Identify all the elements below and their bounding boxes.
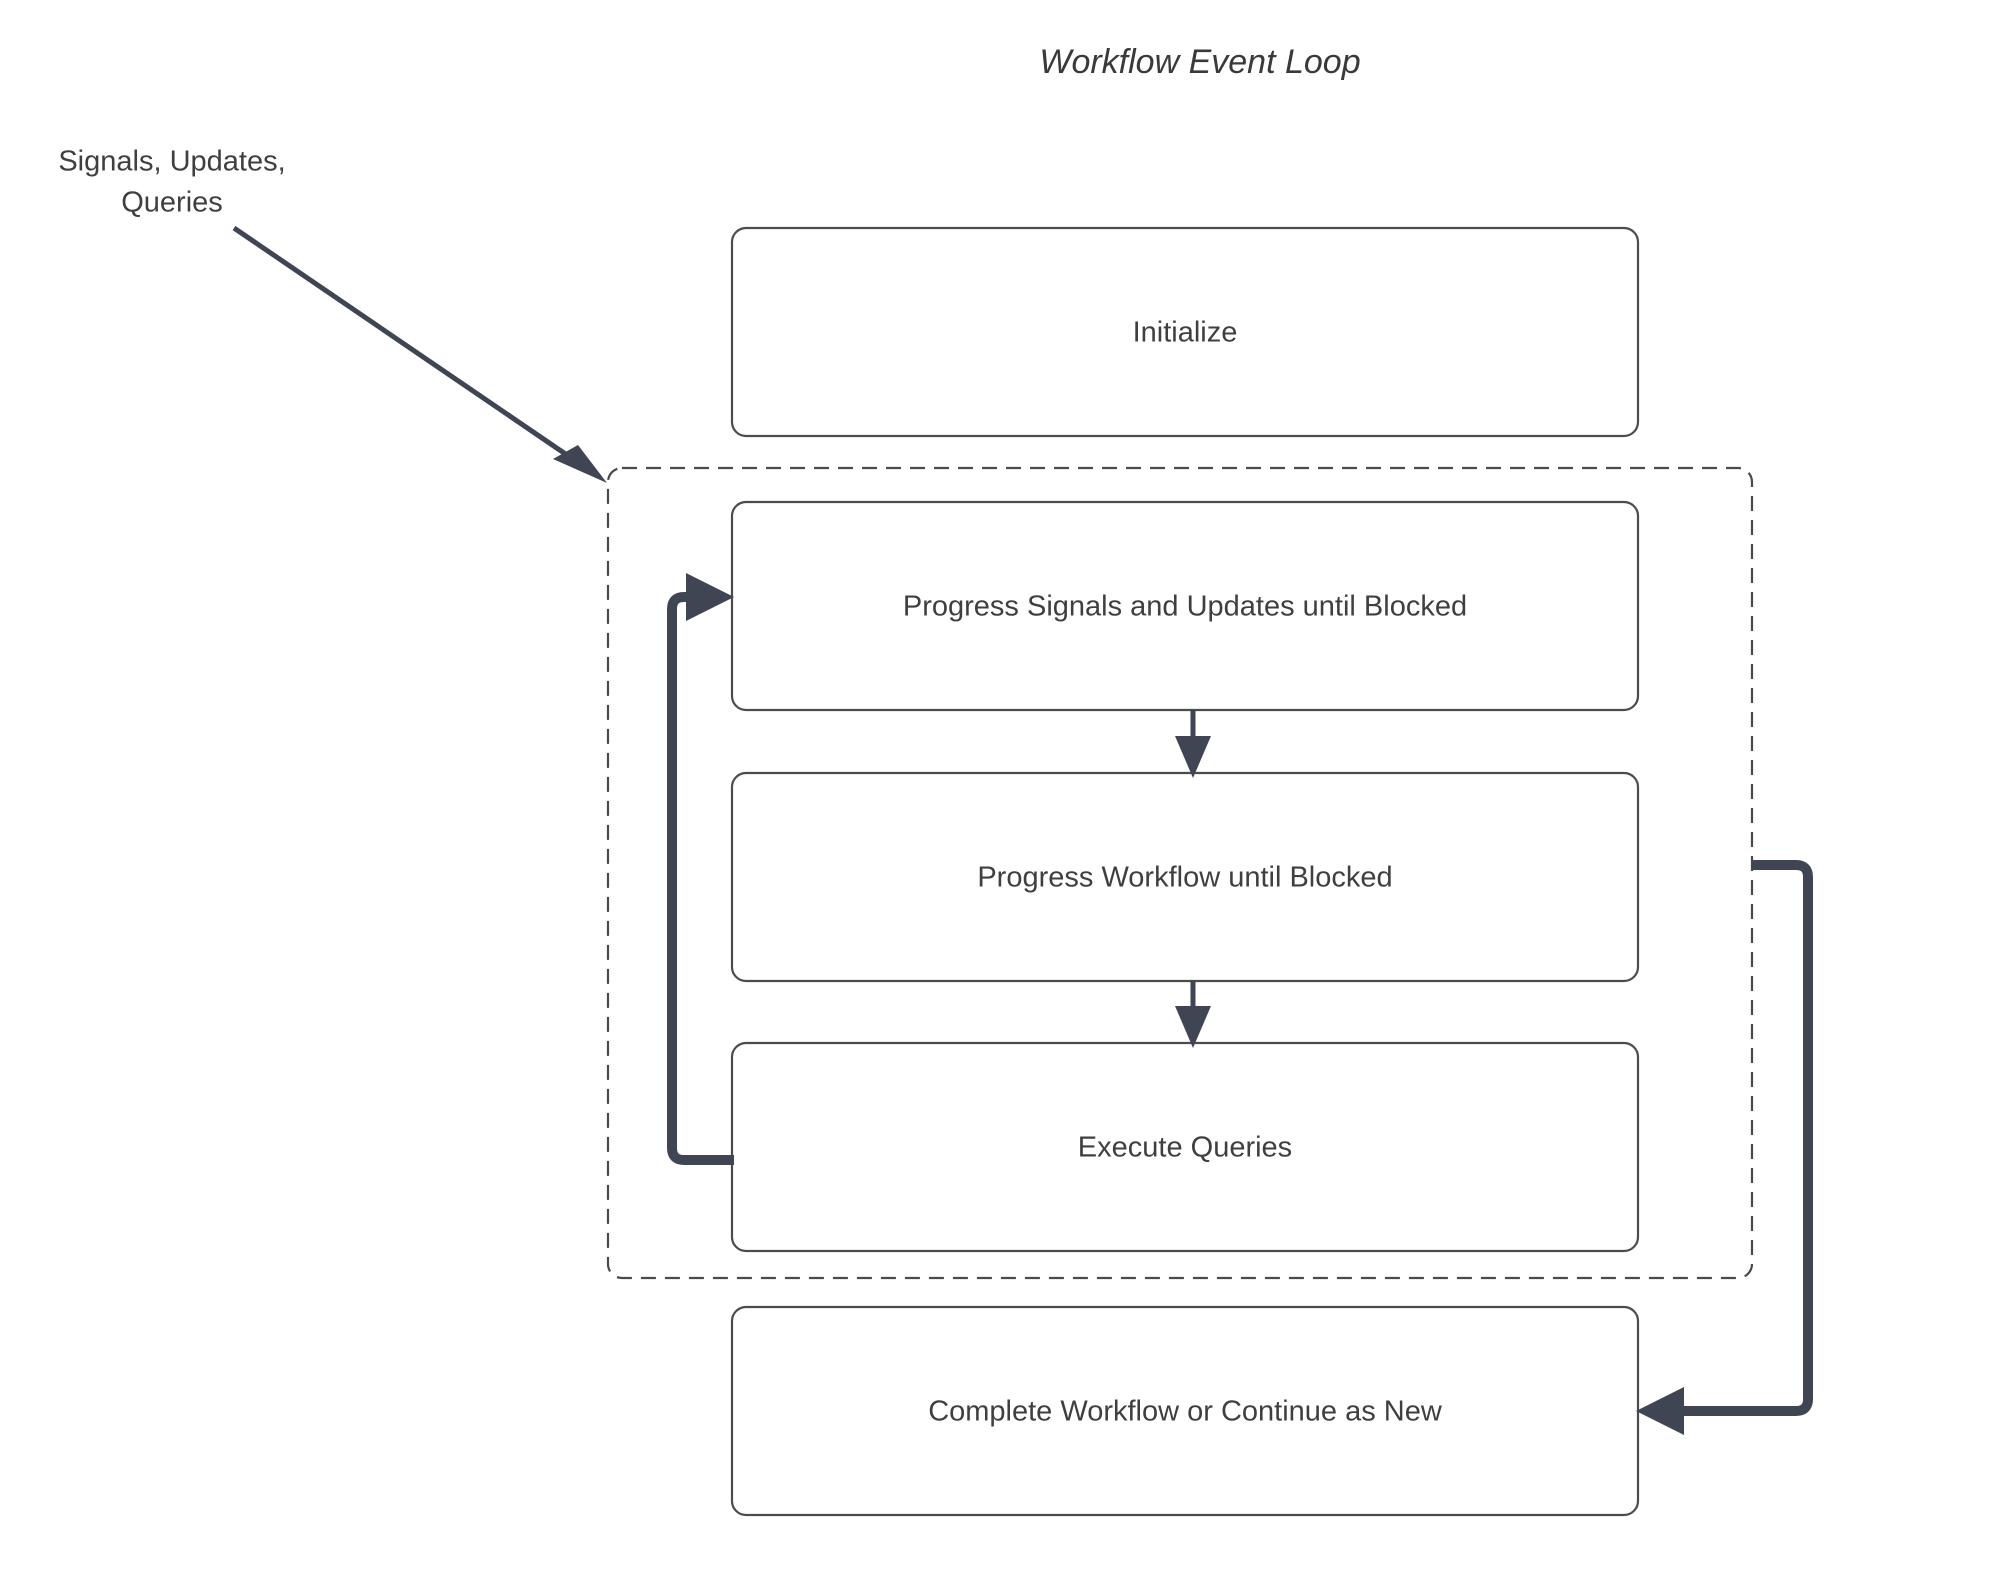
edge-signals-to-workflow: [1175, 710, 1211, 778]
external-input-label: Signals, Updates, Queries: [58, 146, 285, 219]
edge-loop-to-complete: [1636, 860, 1813, 1435]
node-complete-workflow[interactable]: Complete Workflow or Continue as New: [730, 1305, 1640, 1517]
external-input-label-line2: Queries: [121, 187, 223, 219]
node-progress-signals-label: Progress Signals and Updates until Block…: [903, 591, 1467, 623]
node-complete-workflow-label: Complete Workflow or Continue as New: [928, 1396, 1443, 1428]
node-progress-signals-shape[interactable]: [730, 500, 1640, 712]
event-loop-group-container: [606, 466, 1754, 1280]
external-input-label-line1: Signals, Updates,: [58, 146, 285, 178]
node-progress-workflow-shape[interactable]: [730, 771, 1640, 983]
edge-workflow-to-queries: [1175, 981, 1211, 1048]
node-initialize-shape[interactable]: [730, 226, 1640, 438]
node-initialize[interactable]: Initialize: [730, 226, 1640, 438]
node-execute-queries-shape[interactable]: [730, 1041, 1640, 1253]
diagram-title: Workflow Event Loop: [1039, 43, 1360, 81]
edge-queries-loop-back: [667, 573, 734, 1165]
node-progress-workflow-label: Progress Workflow until Blocked: [977, 862, 1392, 894]
node-progress-workflow[interactable]: Progress Workflow until Blocked: [730, 771, 1640, 983]
node-execute-queries[interactable]: Execute Queries: [730, 1041, 1640, 1253]
node-execute-queries-label: Execute Queries: [1078, 1132, 1292, 1164]
node-initialize-label: Initialize: [1133, 317, 1238, 349]
node-progress-signals[interactable]: Progress Signals and Updates until Block…: [730, 500, 1640, 712]
edge-signals-to-loop: [232, 225, 607, 483]
